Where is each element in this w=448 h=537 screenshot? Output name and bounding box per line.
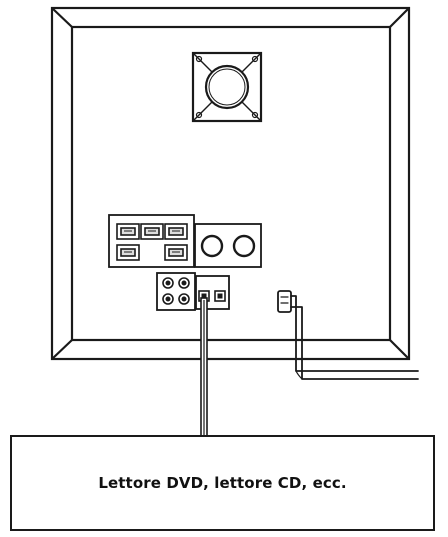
bevel-bottom-right	[389, 339, 410, 360]
cabinet	[50, 6, 411, 361]
round-jack-right	[232, 234, 256, 258]
rca-jack-icon	[178, 293, 190, 305]
speaker-terminal-icon	[116, 244, 140, 261]
connection-cable	[200, 297, 208, 438]
speaker-terminal-icon	[140, 223, 164, 240]
bevel-bottom-left	[51, 339, 73, 360]
bevel-top-right	[389, 7, 410, 28]
optical-jack-icon	[214, 290, 226, 302]
device-label: Lettore DVD, lettore CD, ecc.	[98, 474, 347, 492]
rear-panel	[70, 25, 392, 342]
rca-jack-icon	[162, 293, 174, 305]
speaker-terminal-icon	[116, 223, 140, 240]
rca-jack-icon	[178, 277, 190, 289]
fan-icon	[191, 51, 263, 123]
cabinet-outer-edge	[50, 6, 411, 361]
speaker-terminal-icon	[164, 244, 188, 261]
speaker-terminal-block	[108, 214, 195, 268]
bevel-top-left	[51, 7, 73, 28]
round-jack-left	[200, 234, 224, 258]
power-cord-icon	[277, 290, 419, 380]
speaker-terminal-icon	[164, 223, 188, 240]
power-plug	[277, 290, 292, 313]
round-jack-panel	[194, 223, 262, 268]
rca-jack-block	[156, 272, 196, 311]
playback-device-box: Lettore DVD, lettore CD, ecc.	[10, 435, 435, 531]
rca-jack-icon	[162, 277, 174, 289]
